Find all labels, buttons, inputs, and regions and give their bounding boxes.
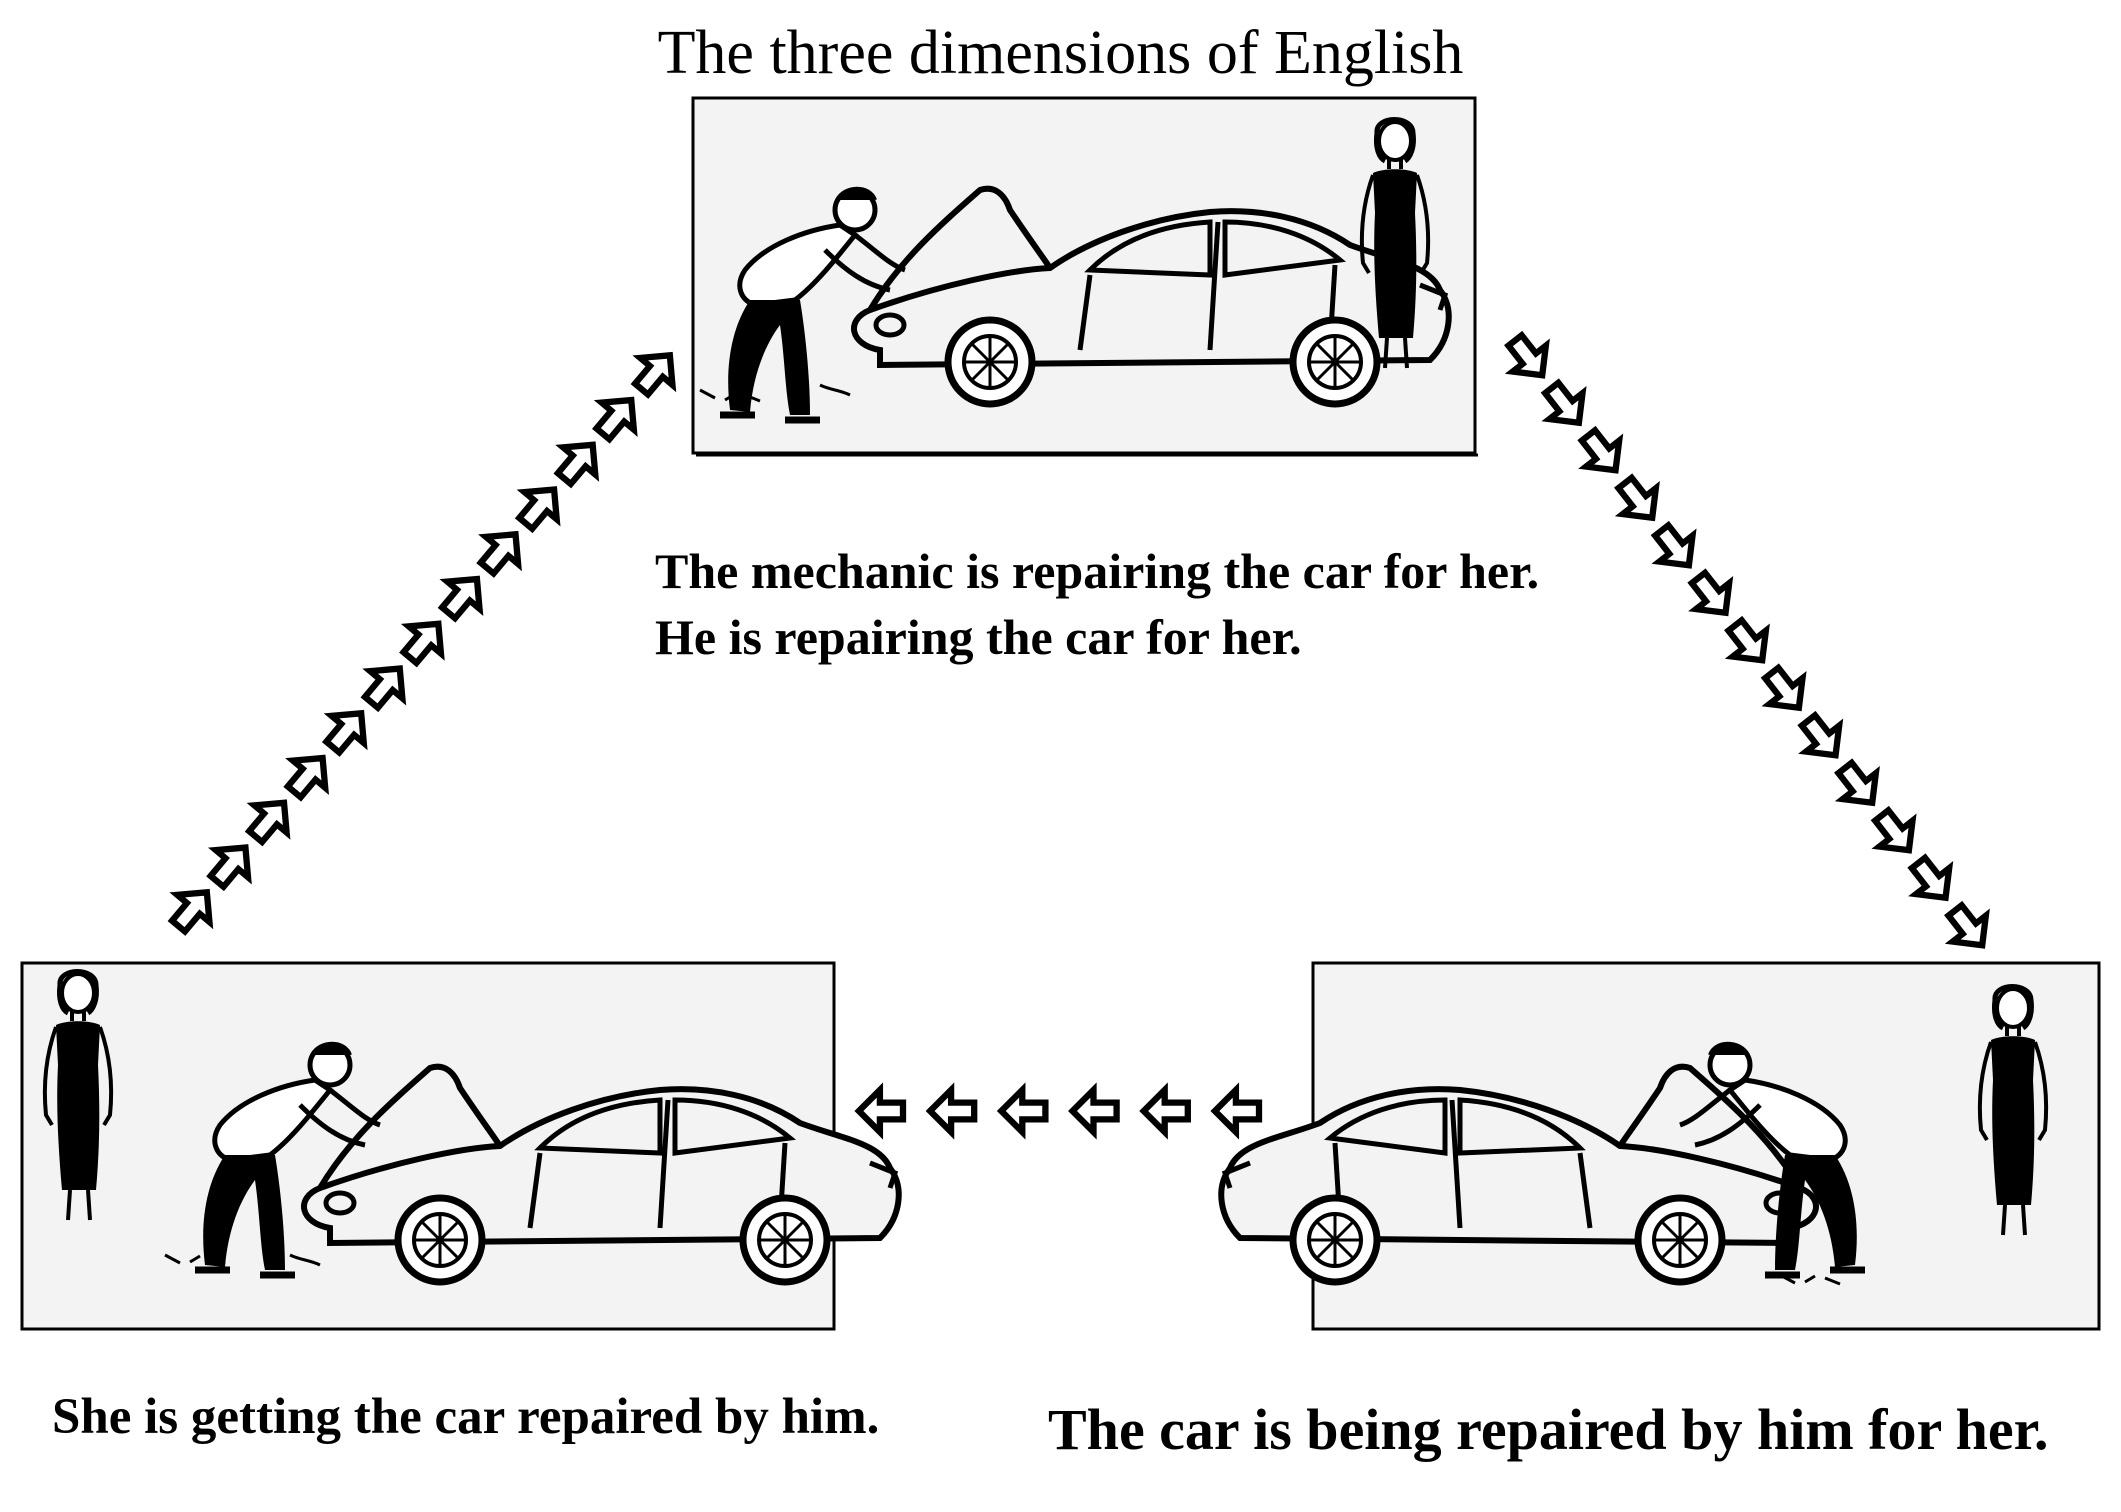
caption-bottom-right: The car is being repaired by him for her… xyxy=(1048,1396,2049,1463)
arrow-icon xyxy=(278,745,339,806)
caption-top: The mechanic is repairing the car for he… xyxy=(655,538,1539,670)
arrow-icon xyxy=(317,700,378,761)
diagram-title: The three dimensions of English xyxy=(657,19,1464,87)
arrow-icon xyxy=(510,476,571,537)
arrow-icon xyxy=(1865,803,1925,864)
arrow-icon xyxy=(471,521,532,582)
arrow-icon xyxy=(1499,328,1559,389)
arrow-icon xyxy=(1719,613,1779,674)
arrow-icon xyxy=(1755,660,1815,721)
arrow-icon xyxy=(162,879,223,940)
arrow-icon xyxy=(1939,898,1999,959)
arrow-icon xyxy=(1073,1090,1117,1132)
arrow-icon xyxy=(1829,755,1889,816)
arrow-icon xyxy=(240,789,301,850)
arrow-chain-right xyxy=(1499,328,1999,959)
arrow-icon xyxy=(1902,850,1962,911)
caption-top-line2: He is repairing the car for her. xyxy=(655,609,1302,665)
panel-bottom-left xyxy=(20,961,899,1331)
arrow-icon xyxy=(1572,423,1632,484)
arrow-icon xyxy=(1215,1090,1259,1132)
arrow-icon xyxy=(625,342,686,403)
arrow-chain-bottom xyxy=(859,1090,1259,1132)
arrow-icon xyxy=(587,387,648,448)
arrow-chain-left xyxy=(162,342,686,940)
arrow-icon xyxy=(201,834,262,895)
arrow-icon xyxy=(355,655,416,716)
arrow-icon xyxy=(432,566,493,627)
arrow-icon xyxy=(1792,708,1852,769)
arrow-icon xyxy=(1144,1090,1188,1132)
panel-bottom-right xyxy=(1221,961,2101,1331)
arrow-icon xyxy=(394,610,455,671)
arrow-icon xyxy=(1682,565,1742,626)
caption-top-line1: The mechanic is repairing the car for he… xyxy=(655,543,1540,599)
arrow-icon xyxy=(548,431,609,492)
caption-bottom-left: She is getting the car repaired by him. xyxy=(52,1389,880,1445)
arrow-icon xyxy=(1535,375,1595,436)
arrow-icon xyxy=(1001,1090,1045,1132)
caption-bottom-right-text: The car is being repaired by him for her… xyxy=(1048,1397,2049,1462)
arrow-icon xyxy=(930,1090,974,1132)
arrow-icon xyxy=(1645,518,1705,579)
arrow-icon xyxy=(859,1090,903,1132)
arrow-icon xyxy=(1609,470,1669,531)
panel-top xyxy=(691,96,1478,457)
